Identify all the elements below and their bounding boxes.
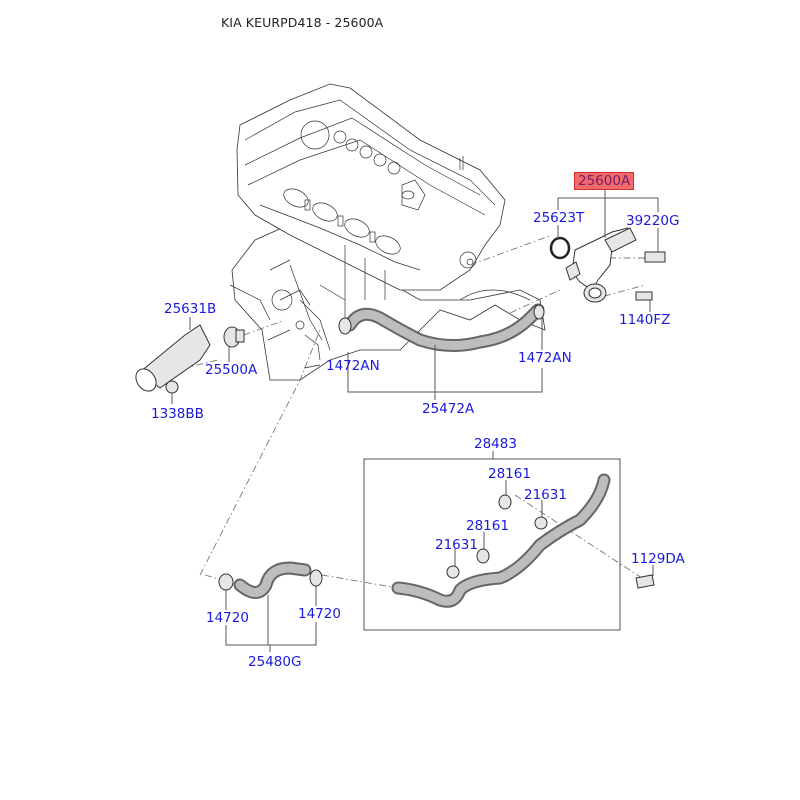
callout-1140FZ[interactable]: 1140FZ <box>619 312 671 328</box>
callout-28483[interactable]: 28483 <box>474 436 517 452</box>
hose-clamp-lower-right <box>309 569 323 587</box>
grommet-upper <box>498 494 512 510</box>
hose-clamp-left <box>338 317 352 335</box>
assembly-leaders <box>167 234 646 589</box>
pipe-assembly <box>363 458 655 631</box>
temperature-sensor <box>644 251 666 263</box>
callout-21631-upper[interactable]: 21631 <box>524 487 567 503</box>
callout-25480G[interactable]: 25480G <box>248 654 302 670</box>
callout-1129DA[interactable]: 1129DA <box>631 551 685 567</box>
callout-25500A[interactable]: 25500A <box>205 362 258 378</box>
grommet-lower <box>476 548 490 564</box>
callout-14720-left[interactable]: 14720 <box>206 610 249 626</box>
callout-25623T[interactable]: 25623T <box>533 210 585 226</box>
hose-clamp-right <box>533 304 545 320</box>
callout-25631B[interactable]: 25631B <box>164 301 217 317</box>
engine-illustration <box>229 83 546 381</box>
callout-39220G[interactable]: 39220G <box>626 213 680 229</box>
water-outlet-assembly <box>549 227 666 303</box>
lower-hose <box>218 561 323 599</box>
callout-25600A[interactable]: 25600A <box>574 172 635 190</box>
callout-1338BB[interactable]: 1338BB <box>151 406 204 422</box>
callout-14720-right[interactable]: 14720 <box>298 606 341 622</box>
o-ring-gasket <box>549 236 571 260</box>
thermostat-housing <box>139 324 211 389</box>
thermostat-group <box>135 324 245 394</box>
housing-nut <box>165 380 179 394</box>
callout-25472A[interactable]: 25472A <box>422 401 475 417</box>
callout-lines <box>171 189 659 652</box>
upper-hose <box>338 303 545 352</box>
hose-clamp-lower-left <box>218 573 234 591</box>
diagram-title: KIA KEURPD418 - 25600A <box>221 15 384 30</box>
flange-bolt <box>635 291 653 301</box>
pipe-bolt <box>635 574 655 589</box>
callout-28161-lower[interactable]: 28161 <box>466 518 509 534</box>
callout-21631-lower[interactable]: 21631 <box>435 537 478 553</box>
bushing-lower <box>446 565 460 579</box>
bushing-upper <box>534 516 548 530</box>
callout-1472AN-left[interactable]: 1472AN <box>326 358 380 374</box>
callout-1472AN-right[interactable]: 1472AN <box>518 350 572 366</box>
callout-28161-upper[interactable]: 28161 <box>488 466 531 482</box>
